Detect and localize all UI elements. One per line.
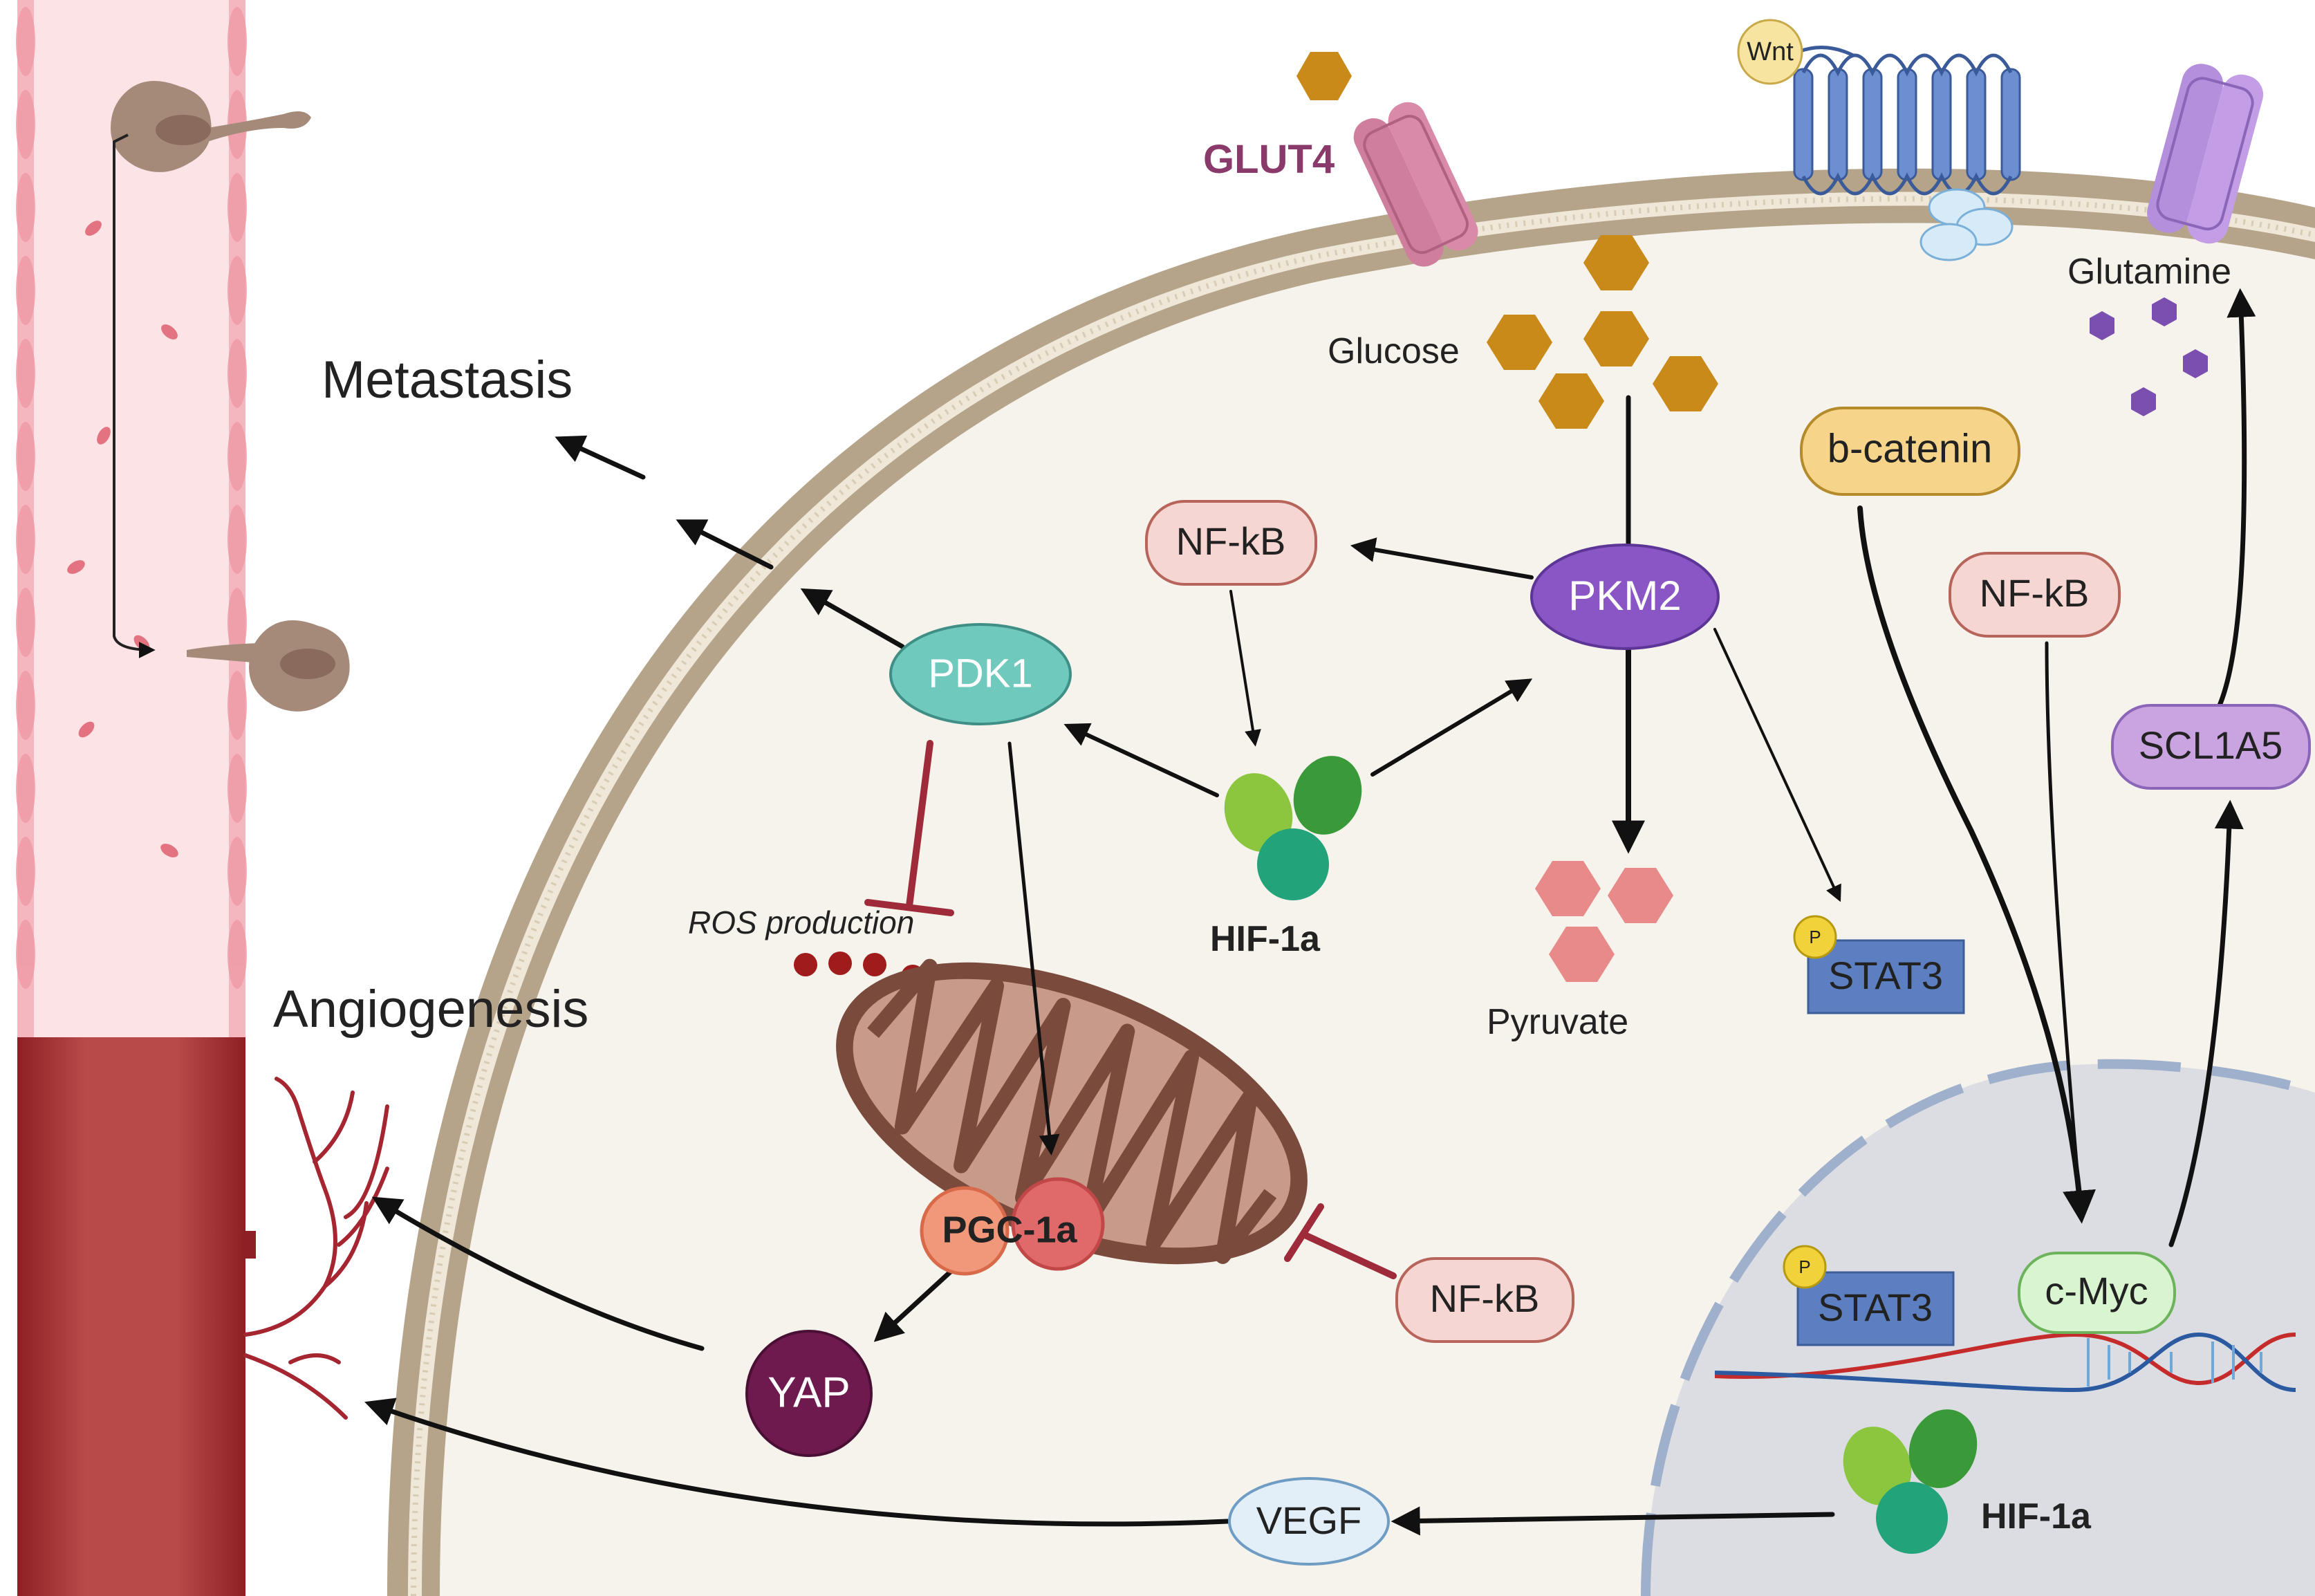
- pgc1a-node: PGC-1a: [920, 1177, 1105, 1276]
- angiogenesis-label: Angiogenesis: [273, 980, 588, 1039]
- scl1a5-node: SCL1A5: [2111, 704, 2311, 790]
- vegf-label: VEGF: [1256, 1498, 1361, 1542]
- glut4-label: GLUT4: [1203, 137, 1335, 182]
- b-catenin-node: b-catenin: [1800, 407, 2020, 496]
- glutamine-molecules-icon: [2090, 297, 2208, 416]
- pyruvate-molecules-icon: [1535, 861, 1673, 982]
- phospho-nuc-icon: [1783, 1245, 1827, 1289]
- pkm2-label: PKM2: [1568, 573, 1681, 619]
- yap-label: YAP: [768, 1368, 850, 1416]
- blood-vessel: [16, 0, 350, 1596]
- phospho-cyto-label: P: [1809, 927, 1821, 947]
- scl1a5-label: SCL1A5: [2139, 723, 2283, 767]
- ros-label: ROS production: [688, 904, 914, 940]
- dna-helix: [1714, 1332, 2296, 1393]
- hif1a-cytoplasm-icon: [1224, 756, 1362, 900]
- cmyc-node: c-Myc: [2018, 1252, 2176, 1334]
- cmyc-label: c-Myc: [2045, 1269, 2148, 1312]
- stat3-nucleus-node: STAT3 P: [1783, 1245, 1955, 1346]
- hif1a-nucleus-icon: [1843, 1409, 1978, 1554]
- glut4-transporter-icon: [1353, 102, 1478, 267]
- metastasis-label: Metastasis: [322, 351, 573, 409]
- pgc1a-label: PGC-1a: [942, 1209, 1077, 1250]
- glucose-outside-icon: [1296, 52, 1352, 100]
- tumor-cell-top: [111, 81, 311, 172]
- stat3-nucleus-label: STAT3: [1818, 1286, 1933, 1329]
- phospho-icon: [1793, 915, 1837, 959]
- scl1a5-transporter-icon: [2147, 64, 2264, 244]
- pyruvate-label: Pyruvate: [1487, 1002, 1628, 1042]
- stat3-cytoplasm-label: STAT3: [1828, 954, 1943, 997]
- pdk1-node: PDK1: [889, 623, 1072, 725]
- glutamine-label: Glutamine: [2067, 252, 2231, 292]
- tumor-cell-bottom: [187, 620, 350, 712]
- nfkb-right-node: NF-kB: [1949, 552, 2121, 638]
- arrow-pdk1-to-metastasis-3: [555, 435, 646, 480]
- arrows: [364, 288, 2256, 1536]
- b-catenin-label: b-catenin: [1828, 426, 1993, 471]
- arrow-pdk1-to-metastasis-1: [800, 588, 905, 649]
- wnt-ligand-icon: Wnt: [1737, 19, 1803, 85]
- glucose-molecules-icon: [1487, 235, 1718, 429]
- nfkb-top-label: NF-kB: [1176, 519, 1286, 563]
- angiogenesis-branches: [243, 1077, 389, 1420]
- phospho-nuc-label: P: [1798, 1256, 1810, 1277]
- nfkb-top-node: NF-kB: [1145, 500, 1317, 586]
- stat3-cytoplasm-node: STAT3 P: [1793, 915, 1965, 1014]
- nfkb-bottom-label: NF-kB: [1430, 1277, 1540, 1320]
- wnt-label: Wnt: [1747, 37, 1794, 66]
- hif1a-nucleus-label: HIF-1a: [1981, 1496, 2092, 1537]
- yap-node: YAP: [745, 1330, 873, 1457]
- pkm2-node: PKM2: [1530, 544, 1720, 650]
- wnt-receptor-icon: [1793, 46, 2021, 261]
- nfkb-right-label: NF-kB: [1980, 571, 2090, 615]
- nfkb-bottom-node: NF-kB: [1395, 1257, 1574, 1343]
- pdk1-label: PDK1: [928, 651, 1033, 696]
- arrow-pdk1-to-metastasis-2: [676, 519, 774, 570]
- hif1a-cytoplasm-label: HIF-1a: [1210, 919, 1321, 959]
- vegf-node: VEGF: [1228, 1477, 1390, 1566]
- glucose-label: Glucose: [1328, 331, 1460, 371]
- nucleus: [1641, 1059, 2315, 1596]
